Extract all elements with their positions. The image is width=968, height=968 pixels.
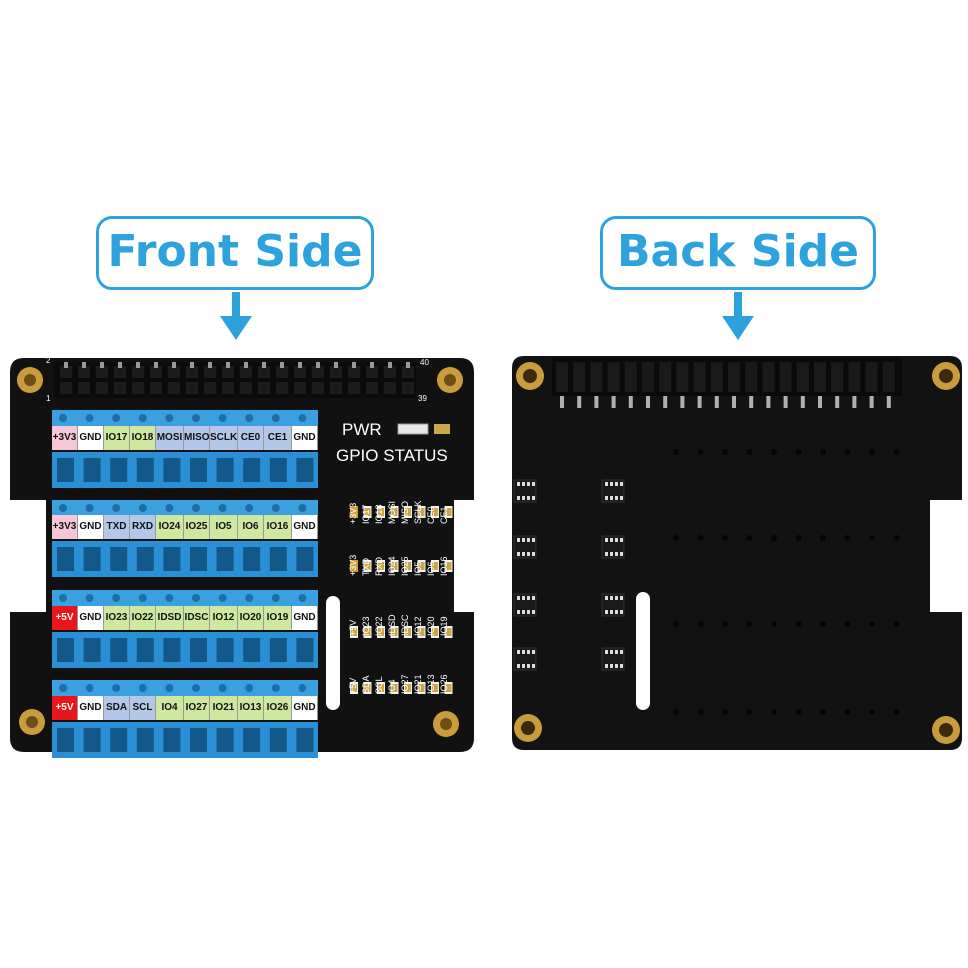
status-label: SCLK [413,500,423,524]
status-label: +3V3 [348,502,358,524]
terminal-label: +5V [52,606,78,630]
status-label: CE1 [439,506,449,524]
terminal-label: IO20 [238,606,264,630]
status-label: +5V [348,677,358,694]
header-pin-39-label: 39 [418,394,427,403]
terminal-label-row-4: +5V GND SDA SCL IO4 IO27 IO21 IO13 IO26 … [52,696,318,720]
back-arrow-shaft [734,292,742,318]
status-label: MISO [400,500,410,524]
status-label: IO23 [361,616,371,636]
terminal-label: IO26 [264,696,292,720]
status-label: IO22 [374,616,384,636]
status-label: IDSC [400,614,410,636]
terminal-label: SCL [130,696,156,720]
terminal-label: CE1 [264,426,292,450]
status-labels-group-3: +5V IO23 IO22 IDSD IDSC IO12 IO20 IO19 [348,592,452,636]
terminal-label: IO24 [156,515,184,539]
status-label: IO13 [426,674,436,694]
terminal-label-row-2: +3V3 GND TXD RXD IO24 IO25 IO5 IO6 IO16 … [52,515,318,539]
back-arrow-down-icon [722,316,754,340]
status-label: IO6 [426,561,436,576]
terminal-label: GND [78,426,104,450]
pwr-label: PWR [342,420,382,439]
terminal-label: +3V3 [52,515,78,539]
status-label: IO21 [413,674,423,694]
terminal-label: GND [292,515,318,539]
terminal-label: IO6 [238,515,264,539]
terminal-label: GND [78,515,104,539]
back-board [490,0,968,968]
terminal-label: RXD [130,515,156,539]
terminal-label: +5V [52,696,78,720]
header-pin-40-label: 40 [420,358,429,367]
status-label: IO25 [400,556,410,576]
status-label: IO16 [439,556,449,576]
terminal-label: TXD [104,515,130,539]
back-pcb-graphic [512,356,962,750]
terminal-label: CE0 [238,426,264,450]
status-label: IDSD [387,614,397,636]
status-label: IO24 [387,556,397,576]
terminal-label: GND [292,606,318,630]
terminal-label: MOSI [156,426,184,450]
terminal-label: IDSD [156,606,184,630]
status-label: IO4 [387,679,397,694]
front-pcb-graphic [10,358,474,758]
terminal-label-row-1: +3V3 GND IO17 IO18 MOSI MISO SCLK CE0 CE… [52,426,318,450]
status-label: RXD [374,556,384,576]
terminal-label: MISO [184,426,210,450]
status-labels-group-1: +3V3 IO17 IO18 MOSI MISO SCLK CE0 CE1 [348,480,452,524]
status-label: IO18 [374,504,384,524]
terminal-label-row-3: +5V GND IO23 IO22 IDSD IDSC IO12 IO20 IO… [52,606,318,630]
terminal-label: SCLK [210,426,238,450]
terminal-label: IO27 [184,696,210,720]
terminal-label: IO23 [104,606,130,630]
front-side-callout: Front Side [96,216,374,290]
terminal-label: GND [78,606,104,630]
terminal-label: GND [78,696,104,720]
header-pin-2-label: 2 [46,356,51,365]
terminal-label: IO25 [184,515,210,539]
status-label: IO17 [361,504,371,524]
status-label: CE0 [426,506,436,524]
terminal-label: IO18 [130,426,156,450]
back-side-callout: Back Side [600,216,876,290]
status-label: +3V3 [348,554,358,576]
terminal-label: IDSC [184,606,210,630]
status-label: IO27 [400,674,410,694]
status-label: MOSI [387,500,397,524]
status-labels-group-4: +5V SDA SCL IO4 IO27 IO21 IO13 IO26 [348,650,452,694]
status-label: SDA [361,675,371,694]
terminal-label: IO17 [104,426,130,450]
terminal-label: GND [292,696,318,720]
terminal-label: IO5 [210,515,238,539]
terminal-label: IO22 [130,606,156,630]
status-label: IO5 [413,561,423,576]
terminal-label: SDA [104,696,130,720]
terminal-label: IO19 [264,606,292,630]
front-arrow-down-icon [220,316,252,340]
terminal-label: GND [292,426,318,450]
status-label: IO20 [426,616,436,636]
terminal-label: IO4 [156,696,184,720]
terminal-label: IO21 [210,696,238,720]
front-arrow-shaft [232,292,240,318]
status-label: IO19 [439,616,449,636]
status-label: IO26 [439,674,449,694]
header-pin-1-label: 1 [46,394,51,403]
status-label: +5V [348,619,358,636]
status-label: TXD [361,558,371,576]
terminal-label: IO12 [210,606,238,630]
terminal-label: IO16 [264,515,292,539]
terminal-label: +3V3 [52,426,78,450]
status-labels-group-2: +3V3 TXD RXD IO24 IO25 IO5 IO6 IO16 [348,532,452,576]
status-label: SCL [374,676,384,694]
status-label: IO12 [413,616,423,636]
gpio-status-label: GPIO STATUS [336,446,448,465]
terminal-label: IO13 [238,696,264,720]
front-board: 2 40 1 39 PWR GPIO STATUS +3V3 GND IO17 … [10,356,474,758]
